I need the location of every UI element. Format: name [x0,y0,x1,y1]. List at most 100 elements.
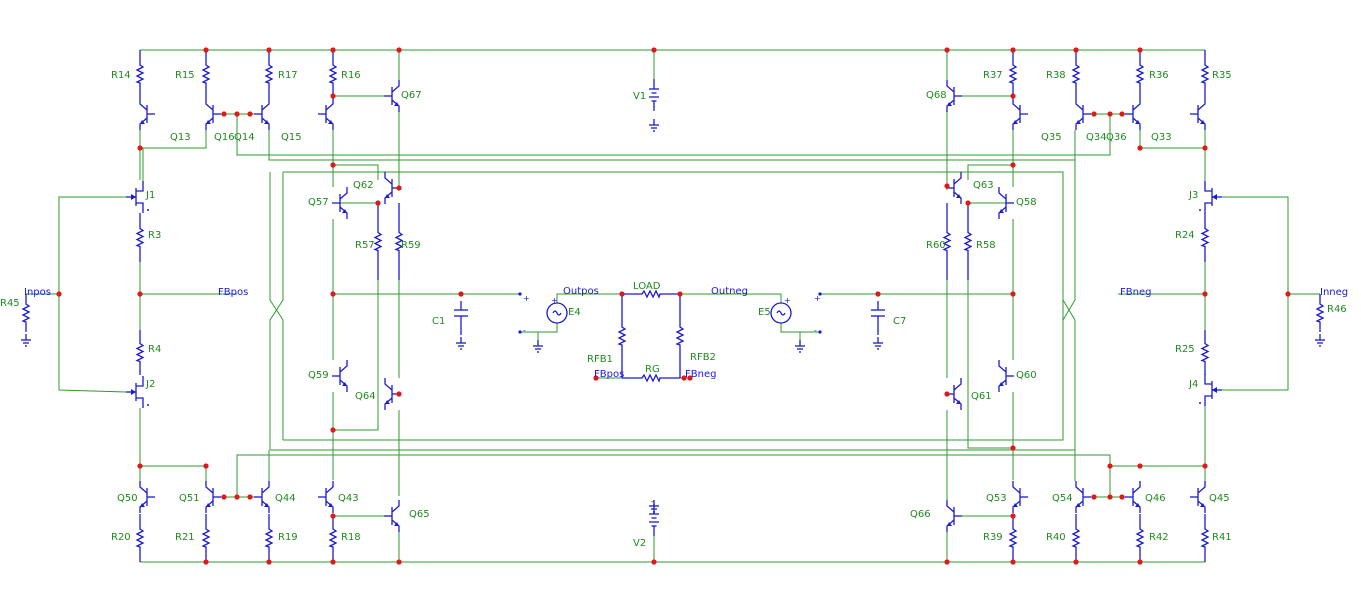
junction-dot [1202,291,1208,297]
junction-dot [396,391,402,397]
net-label-outpos: Outpos [563,286,599,297]
wire [1140,465,1206,481]
label-r57: R57 [355,240,375,251]
label-j2: J2 [145,379,155,390]
transistor-q13 [139,98,155,130]
ground-symbol [873,337,883,350]
resistor-rfb1 [617,294,627,378]
resistor-load [622,289,680,299]
label-q15: Q15 [281,132,302,143]
transistor-q53 [1012,481,1028,513]
junction-dot [1010,93,1016,99]
transistor-q66 [946,500,962,532]
resistor-r21 [201,514,211,562]
resistor-r4 [135,330,145,375]
junction-dot [266,47,272,53]
label-q13: Q13 [170,132,191,143]
junction-dot [1202,463,1208,469]
junction-dot [681,375,687,381]
resistor-r38 [1071,50,1081,98]
junction-dot [1010,47,1016,53]
wire [967,130,1014,180]
capacitor-c1 [454,301,468,335]
label-r24: R24 [1175,230,1195,241]
resistor-r3 [135,213,145,262]
label-r45: R45 [0,298,20,309]
transistor-q35 [1012,98,1028,130]
terminal-node [818,292,822,296]
junction-dot [203,463,209,469]
resistor-rfb2 [675,294,685,378]
junction-dot [944,559,950,565]
junction-dot [944,391,950,397]
label-e4: E4 [568,307,581,318]
junction-dot [651,47,657,53]
wire [268,130,1076,161]
wire [680,293,782,303]
junction-dot [396,559,402,565]
transistor-q50 [139,481,155,513]
ground-symbol [649,500,659,513]
net-label-inneg: Inneg [1320,287,1348,298]
label-r38: R38 [1046,70,1066,81]
junction-dot [330,513,336,519]
label-q45: Q45 [1209,493,1230,504]
source-e5 [770,302,792,324]
label-r36: R36 [1149,70,1169,81]
label-load: LOAD [633,281,661,292]
label-q63: Q63 [973,180,994,191]
resistor-r41 [1200,514,1210,562]
label-r60: R60 [926,240,946,251]
label-q66: Q66 [910,509,931,520]
label-q16: Q16 [214,132,235,143]
label-r16: R16 [341,70,361,81]
polarity-mark: + [523,294,530,303]
label-c7: C7 [893,316,906,327]
junction-dot [137,291,143,297]
junction-dot [1119,111,1125,117]
jfet-j3 [1199,181,1222,213]
label-r39: R39 [983,532,1003,543]
junction-dot [1091,494,1097,500]
label-q62: Q62 [353,180,374,191]
jfet-j1 [126,181,149,213]
wires [26,49,1320,563]
transistor-q34 [1075,98,1091,130]
transistor-q61 [946,378,962,410]
resistor-r17 [264,50,274,98]
label-q33: Q33 [1151,132,1172,143]
battery-v1 [649,79,659,111]
capacitor-c7 [871,301,885,335]
label-q57: Q57 [308,197,329,208]
junction-dot [458,291,464,297]
junction-dot [1010,291,1016,297]
resistor-r58 [963,203,973,280]
junction-dot [266,559,272,565]
ground-symbol [649,119,659,132]
resistor-r40 [1071,514,1081,562]
wire [780,323,820,333]
polarity-mark: - [523,326,526,335]
resistor-r46 [1315,294,1325,332]
label-r19: R19 [278,532,298,543]
battery-v2 [649,504,659,536]
label-rg: RG [645,364,660,375]
label-q59: Q59 [308,370,329,381]
jfet-j4 [1199,374,1222,406]
transistor-q44 [254,481,270,513]
wire [269,172,284,440]
net-label-fbneg: FBneg [1120,287,1151,298]
junction-dot [1107,111,1113,117]
terminal-node [518,330,522,334]
transistor-q33 [1190,98,1206,130]
net-label-fbneg-center: FBneg [685,369,716,380]
junction-dot [375,200,381,206]
junction-dot [330,291,336,297]
label-q51: Q51 [179,493,200,504]
label-q50: Q50 [117,493,138,504]
label-r17: R17 [278,70,298,81]
label-q43: Q43 [338,493,359,504]
junction-dot [1073,559,1079,565]
net-label-fbpos: FBpos [218,287,248,298]
